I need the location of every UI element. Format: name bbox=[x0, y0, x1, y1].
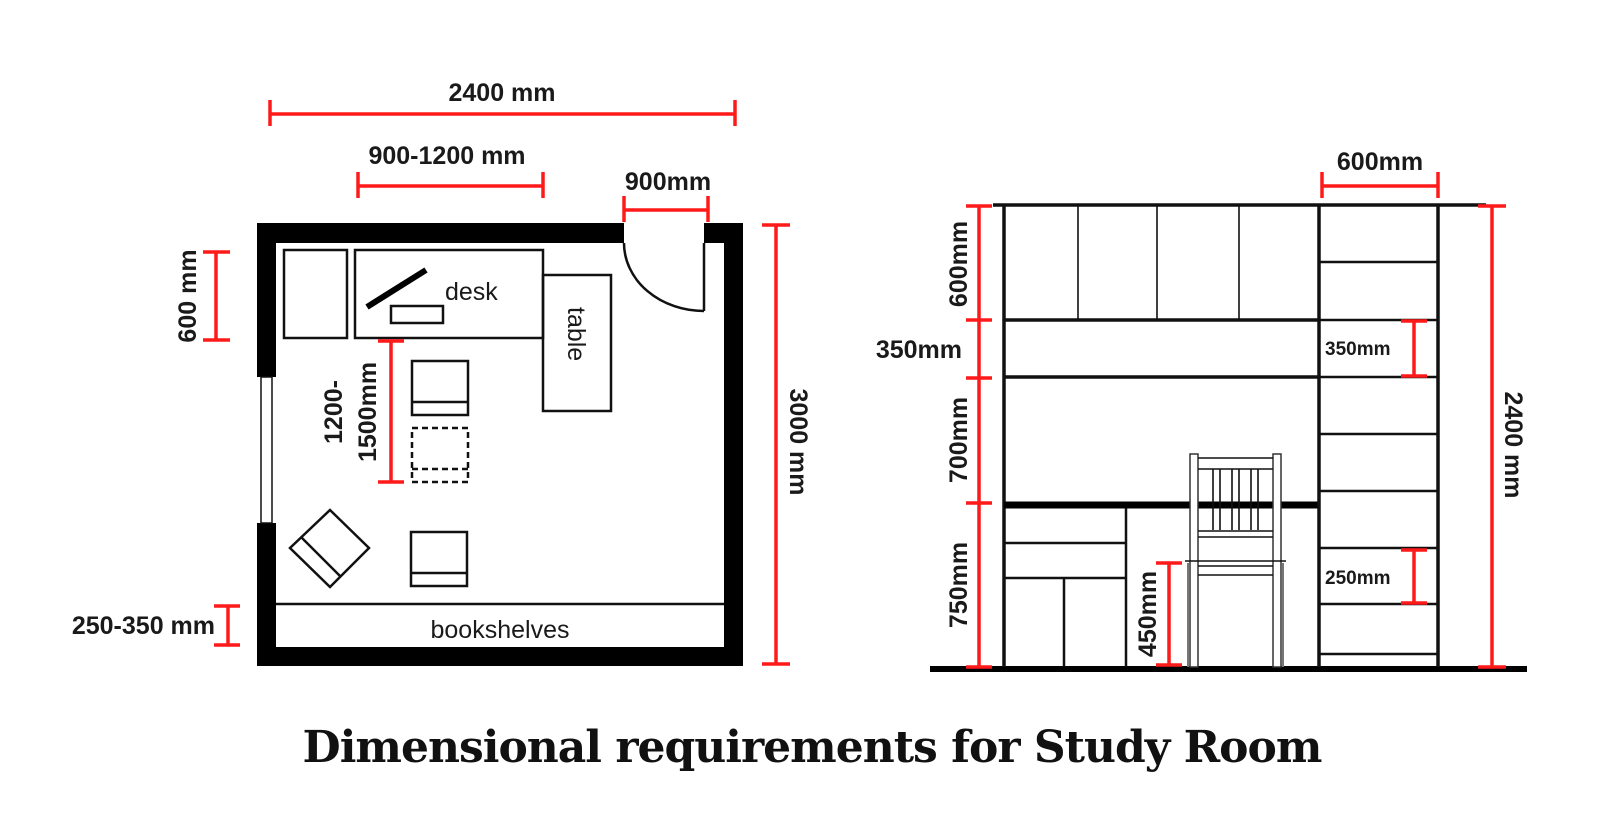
label-2400mm-height: 2400 mm bbox=[1499, 391, 1527, 498]
label-750mm: 750mm bbox=[945, 542, 973, 628]
label-table: table bbox=[562, 307, 590, 361]
dim-clearance: 1200- 1500mm bbox=[320, 339, 404, 484]
side-table: table bbox=[541, 273, 613, 413]
dim-seat-height: 450mm bbox=[1134, 561, 1182, 667]
label-bookshelves: bookshelves bbox=[431, 616, 570, 644]
door bbox=[622, 242, 706, 313]
dim-shelf-250: 250mm bbox=[1325, 548, 1427, 605]
dim-total-height: 2400 mm bbox=[1478, 204, 1527, 669]
armchair bbox=[288, 508, 371, 589]
dim-shelf-350: 350mm bbox=[1325, 319, 1427, 378]
chair-pulled-out-dashed bbox=[410, 426, 470, 484]
dim-total-width: 2400 mm bbox=[268, 79, 737, 126]
label-600mm-tower: 600mm bbox=[1337, 148, 1423, 176]
label-1200: 1200- bbox=[320, 380, 348, 444]
label-900mm: 900mm bbox=[625, 168, 711, 196]
desk-drawers bbox=[1004, 508, 1128, 667]
upper-cabinet bbox=[1004, 205, 1319, 322]
label-250-350mm: 250-350 mm bbox=[72, 612, 215, 640]
window bbox=[260, 376, 273, 524]
label-desk: desk bbox=[445, 278, 498, 306]
bookshelves: bookshelves bbox=[276, 602, 724, 644]
side-cabinet bbox=[282, 248, 349, 340]
label-1500mm: 1500mm bbox=[354, 362, 382, 462]
label-700mm: 700mm bbox=[945, 397, 973, 483]
label-900-1200mm: 900-1200 mm bbox=[368, 142, 525, 170]
label-450mm: 450mm bbox=[1134, 571, 1162, 657]
label-250mm-shelf: 250mm bbox=[1325, 568, 1391, 589]
label-350mm-gap: 350mm bbox=[876, 336, 962, 364]
dim-600mm-depth: 600 mm bbox=[174, 249, 230, 343]
dim-door-width: 900mm bbox=[622, 168, 711, 222]
floor-plan: 2400 mm 900-1200 mm 900mm bbox=[72, 79, 812, 666]
elevation: 600mm 600mm 350mm 700mm 750mm 450mm 350m… bbox=[876, 148, 1527, 672]
dim-tower-width: 600mm bbox=[1320, 148, 1440, 198]
room-walls bbox=[257, 223, 743, 666]
label-600mm: 600 mm bbox=[174, 249, 202, 342]
label-600mm-upper: 600mm bbox=[945, 221, 973, 307]
desk: desk bbox=[353, 248, 545, 340]
diagram-title: Dimensional requirements for Study Room bbox=[302, 722, 1323, 773]
label-2400mm: 2400 mm bbox=[448, 79, 555, 107]
label-350mm-shelf: 350mm bbox=[1325, 339, 1391, 360]
dim-desk-width: 900-1200 mm bbox=[356, 142, 545, 198]
bookshelf-tower bbox=[1317, 205, 1440, 667]
desk-chair bbox=[410, 359, 470, 417]
dim-shelf-depth: 250-350 mm bbox=[72, 604, 240, 647]
dim-room-length: 3000 mm bbox=[762, 223, 812, 666]
label-3000mm: 3000 mm bbox=[784, 388, 812, 495]
chair-elevation bbox=[1185, 453, 1286, 668]
dim-left-stack: 600mm 350mm 700mm 750mm bbox=[876, 204, 992, 669]
reading-chair bbox=[409, 530, 469, 588]
